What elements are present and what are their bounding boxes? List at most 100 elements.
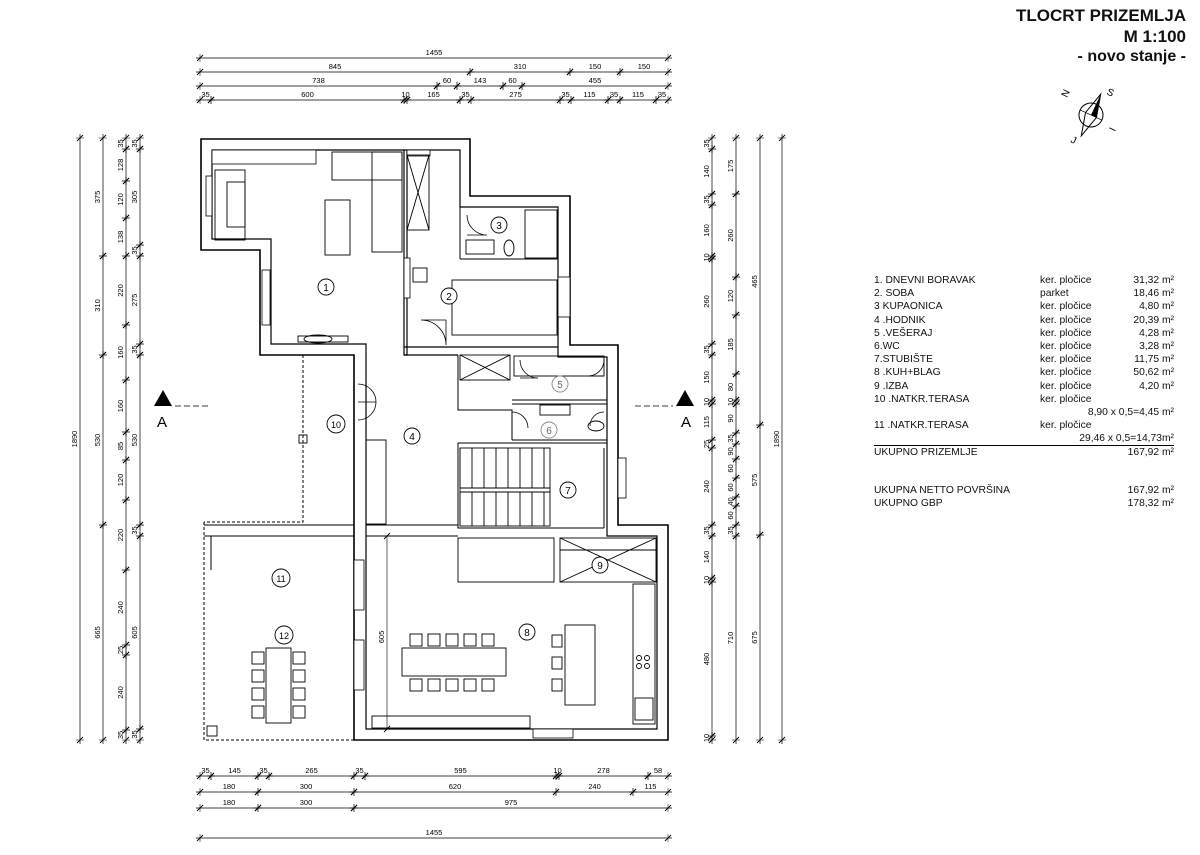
dim-label: 595 [454,766,467,775]
dim-label: 35 [116,139,125,147]
svg-text:10: 10 [331,420,341,430]
room-tag-8: 8 [518,623,536,641]
room-name: 1. DNEVNI BORAVAK [874,275,976,286]
room-name: 10 .NATKR.TERASA [874,393,970,405]
wall-bedroom-south [404,346,558,356]
dim-label: 530 [130,434,139,447]
compass-i: I [1108,126,1119,133]
room-tag-4: 4 [403,427,421,445]
drawing-scale: M 1:100 [1123,27,1186,46]
room-material: ker. pločice [1040,393,1092,405]
calc-terrace-11: 29,46 x 0,5=14,73m² [1079,433,1174,445]
room-row: 10 .NATKR.TERASA ker. pločice [874,393,1174,406]
room-name: 4 .HODNIK [874,314,926,326]
dim-label: 260 [726,229,735,242]
svg-text:12: 12 [279,631,289,641]
room-name: 3 KUPAONICA [874,301,943,313]
room-tag-7: 7 [559,481,577,499]
room-name: 8 .KUH+BLAG [874,367,941,379]
wall-laundry [457,355,608,445]
svg-text:4: 4 [409,432,415,443]
drawing-subtitle: - novo stanje - [1077,48,1186,65]
dim-label: 455 [589,76,602,85]
dim-label: 90 [726,447,735,455]
room-material: parket [1040,288,1069,300]
wall-stairs [457,442,607,529]
room-row: 3 KUPAONICA ker. pločice 4,80 m² [874,300,1174,313]
room-area: 3,28 m² [1139,340,1174,352]
dim-label: 10 [726,398,735,406]
dim-label: 260 [702,295,711,308]
dim-label: 85 [116,442,125,450]
dim-label: 738 [312,76,325,85]
drawing-title: TLOCRT PRIZEMLJA [1016,6,1186,25]
dim-label: 710 [726,632,735,645]
dim-label: 675 [750,631,759,644]
dim-label: 40 [726,497,735,505]
dim-label: 35 [726,434,735,442]
dim-label: 150 [702,371,711,384]
svg-text:3: 3 [496,221,502,232]
walls [200,138,669,741]
dim-label: 35 [702,195,711,203]
room-name: 6.WC [874,340,900,352]
dim-label: 305 [130,191,139,204]
dim-label: 150 [589,62,602,71]
dim-label: 35 [702,526,711,534]
section-label-right: A [681,414,691,431]
wall-kitchen-north [366,524,458,537]
dim-label: 375 [93,191,102,204]
dim-label: 128 [116,159,125,172]
room-area: 4,80 m² [1139,301,1174,313]
wall-bedroom-west [403,150,408,356]
room-tag-6: 6 [540,421,558,439]
room-tag-1: 1 [317,278,335,296]
compass-j: J [1069,135,1078,146]
doors [357,214,605,429]
dim-label: 160 [702,224,711,237]
room-material: ker. pločice [1040,340,1092,352]
section-label-left: A [157,414,167,431]
dim-label: 265 [305,766,318,775]
dim-label: 180 [223,798,236,807]
stairs [459,447,551,527]
dim-label: 240 [588,782,601,791]
outer-wall-outline [200,138,669,741]
room-name: 7.STUBIŠTE [874,354,933,366]
room-material: ker. pločice [1040,327,1092,339]
room-material: ker. pločice [1040,301,1092,313]
dim-label: 35 [201,90,209,99]
dim-label: 845 [329,62,342,71]
wall-terrace-south [204,524,354,570]
svg-text:8: 8 [524,628,530,639]
dim-label: 275 [130,294,139,307]
gbp-row: UKUPNO GBP 178,32 m² [874,497,1174,509]
dim-label: 35 [130,246,139,254]
room-material: ker. pločice [1040,275,1092,286]
dim-label: 35 [130,526,139,534]
svg-text:9: 9 [597,561,603,572]
dim-label: 1455 [426,828,443,837]
room-material: ker. pločice [1040,314,1092,326]
svg-text:7: 7 [565,486,571,497]
dim-label: 138 [116,231,125,244]
dim-label: 35 [116,731,125,739]
dim-label: 240 [116,601,125,614]
dim-label: 240 [702,480,711,493]
dim-label: 160 [116,400,125,413]
dim-label: 10 [702,734,711,742]
dim-label: 60 [726,483,735,491]
dim-label: 35 [702,139,711,147]
dim-label: 240 [116,686,125,699]
dim-label: 35 [461,90,469,99]
room-area: 18,46 m² [1133,288,1174,300]
dim-label: 275 [509,90,522,99]
dim-label: 115 [702,416,711,428]
dim-label: 278 [597,766,610,775]
